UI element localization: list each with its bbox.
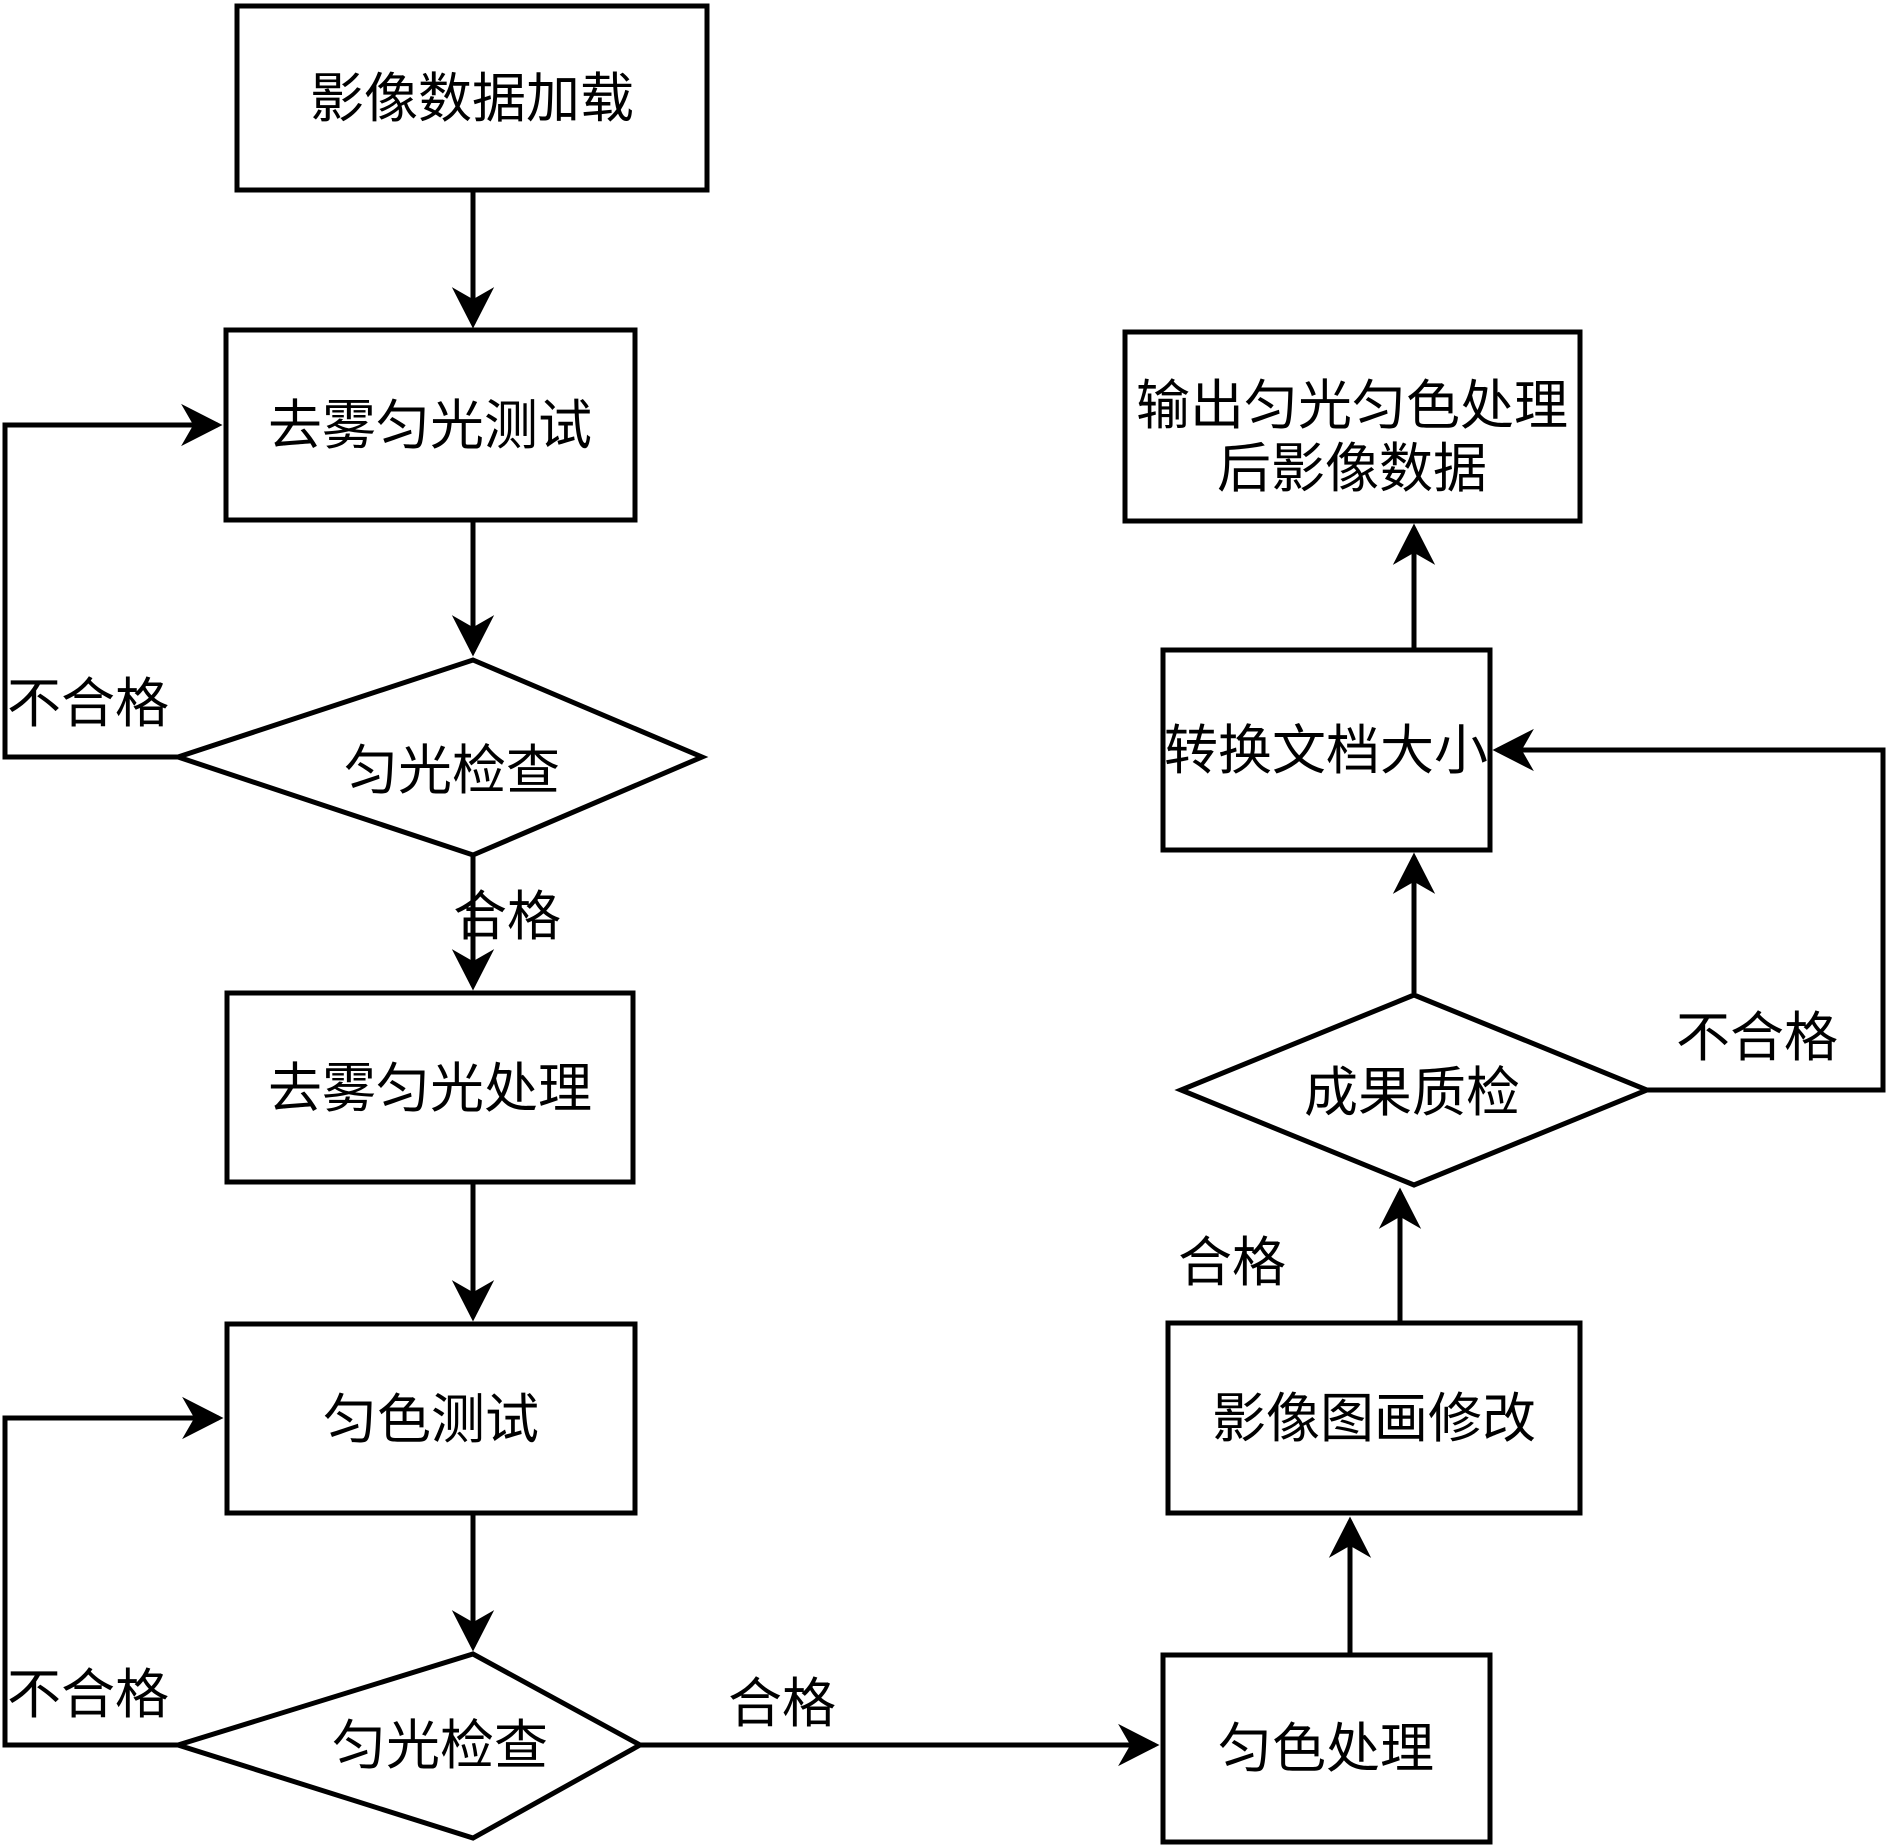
node-output-label-line-2: 后影像数据 xyxy=(1217,439,1487,499)
edge-label-check2-fail: 不合格 xyxy=(7,1665,169,1725)
edge-quality-check-fail-loop xyxy=(1492,728,1886,1093)
node-color-process-label: 匀色处理 xyxy=(1218,1719,1434,1779)
node-convert-size-box xyxy=(1160,647,1493,853)
process-node-image-edit: 影像图画修改 xyxy=(1165,1320,1583,1516)
node-output-label-line-1: 输出匀光匀色处理 xyxy=(1136,376,1568,436)
decision-node-light-check-2: 匀光检查 xyxy=(169,1651,646,1841)
node-quality-check-diamond xyxy=(1174,992,1654,1188)
node-color-test-label: 匀色测试 xyxy=(323,1390,539,1450)
node-load-label: 影像数据加载 xyxy=(310,69,634,129)
decision-node-quality-check: 成果质检 xyxy=(1174,992,1654,1188)
edge-label-quality-fail: 不合格 xyxy=(1676,1008,1838,1068)
node-quality-check-label: 成果质检 xyxy=(1304,1063,1520,1123)
edge-label-check1-fail: 不合格 xyxy=(7,674,169,734)
terminal-node-output: 输出匀光匀色处理 后影像数据 xyxy=(1122,329,1583,524)
node-convert-size-label: 转换文档大小 xyxy=(1164,721,1488,781)
node-dehaze-process-label: 去雾匀光处理 xyxy=(268,1059,592,1119)
node-dehaze-process-box xyxy=(224,990,636,1185)
process-node-color-process: 匀色处理 xyxy=(1160,1652,1493,1845)
edge-light-check-1-fail-loop xyxy=(2,403,223,760)
process-node-load: 影像数据加载 xyxy=(234,3,710,193)
edge-label-check2-pass: 合格 xyxy=(728,1674,836,1734)
node-image-edit-box xyxy=(1165,1320,1583,1516)
decision-node-light-check-1: 匀光检查 xyxy=(170,657,709,858)
node-color-test-box xyxy=(224,1321,638,1516)
process-node-dehaze-test: 去雾匀光测试 xyxy=(223,327,638,523)
node-dehaze-test-label: 去雾匀光测试 xyxy=(268,396,592,456)
node-light-check-2-diamond xyxy=(169,1651,646,1841)
node-light-check-2-label: 匀光检查 xyxy=(332,1716,548,1776)
node-light-check-1-diamond xyxy=(170,657,709,858)
edge-light-check-2-fail-loop xyxy=(2,1396,224,1748)
node-dehaze-test-box xyxy=(223,327,638,523)
node-load-box xyxy=(234,3,710,193)
node-output-box xyxy=(1122,329,1583,524)
process-node-convert-size: 转换文档大小 xyxy=(1160,647,1493,853)
node-image-edit-label: 影像图画修改 xyxy=(1212,1389,1536,1449)
process-node-color-test: 匀色测试 xyxy=(224,1321,638,1516)
process-node-dehaze-process: 去雾匀光处理 xyxy=(224,990,636,1185)
edge-label-check1-pass: 合格 xyxy=(453,887,561,947)
node-light-check-1-label: 匀光检查 xyxy=(344,741,560,801)
node-color-process-box xyxy=(1160,1652,1493,1845)
edge-label-quality-pass: 合格 xyxy=(1178,1233,1286,1293)
